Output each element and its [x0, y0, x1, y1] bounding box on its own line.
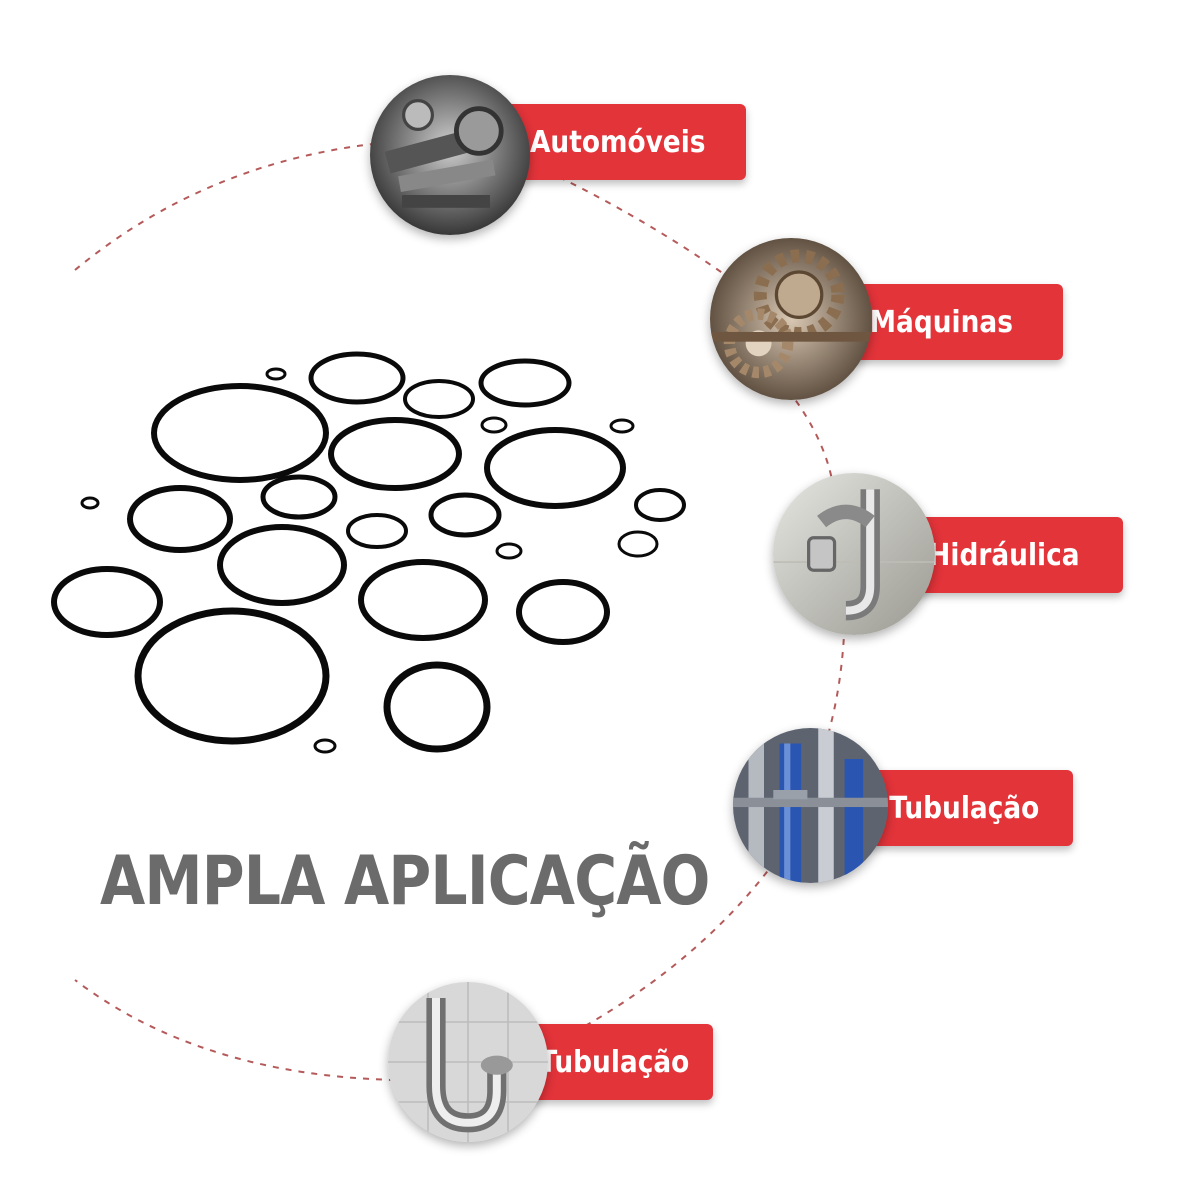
o-ring	[80, 496, 100, 510]
faucet-icon	[773, 473, 935, 635]
o-ring	[383, 661, 491, 753]
o-ring	[151, 383, 329, 483]
headline: AMPLA APLICAÇÃO	[100, 842, 710, 921]
o-ring	[609, 418, 635, 434]
label-tubulacao-2: Tubulação	[515, 1024, 713, 1100]
sink-trap-icon	[388, 982, 548, 1142]
o-ring	[328, 417, 462, 491]
o-ring	[358, 559, 488, 641]
o-ring	[634, 488, 686, 522]
o-ring	[265, 367, 287, 381]
o-ring	[308, 351, 406, 405]
o-ring	[346, 513, 408, 549]
o-ring	[260, 474, 338, 520]
gears-icon	[710, 238, 872, 400]
engine-icon	[370, 75, 530, 235]
o-ring	[313, 738, 337, 754]
label-tubulacao-1: Tubulação	[855, 770, 1073, 846]
o-rings-group	[51, 351, 686, 754]
o-ring	[217, 524, 347, 606]
o-ring	[127, 485, 233, 553]
o-ring	[480, 416, 508, 434]
o-ring	[495, 542, 523, 560]
o-ring	[478, 358, 572, 408]
o-ring	[516, 579, 610, 645]
industrial-pipes-icon	[733, 728, 888, 883]
o-ring	[51, 566, 163, 638]
o-ring	[484, 427, 626, 509]
o-ring	[134, 607, 330, 745]
o-ring	[617, 530, 659, 558]
o-ring	[403, 379, 475, 419]
o-ring	[428, 492, 502, 538]
label-automoveis: Automóveis	[490, 104, 746, 180]
